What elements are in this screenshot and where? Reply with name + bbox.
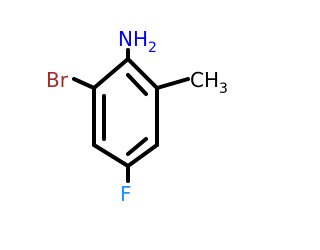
molecule-diagram: NH2 Br CH3 F [46,27,228,206]
bond-c3-c4 [92,143,130,168]
double-bond-c1-c6 [126,73,148,96]
bond-c2-br [72,77,96,90]
amine-symbol: N [118,27,133,51]
methyl-label: CH3 [190,68,228,97]
bromine-label: Br [46,68,69,92]
fluorine-symbol: F [120,182,132,206]
bond-c1-c2 [92,57,130,90]
bond-c6-ch3 [155,77,190,90]
methyl-symbol: C [190,68,204,92]
bromine-symbol: Br [46,68,69,92]
amine-hydrogen: H [133,27,148,51]
fluorine-label: F [120,182,132,206]
amine-label: NH2 [118,27,157,56]
bond-c1-c6 [126,57,159,90]
methyl-hydrogen-count: 3 [219,81,228,97]
amine-hydrogen-count: 2 [148,40,157,56]
double-bond-c4-c5 [126,137,148,156]
methyl-hydrogen: H [204,68,219,92]
structure-drawing: NH2 Br CH3 F [46,27,228,206]
bond-c4-c5 [126,143,159,168]
